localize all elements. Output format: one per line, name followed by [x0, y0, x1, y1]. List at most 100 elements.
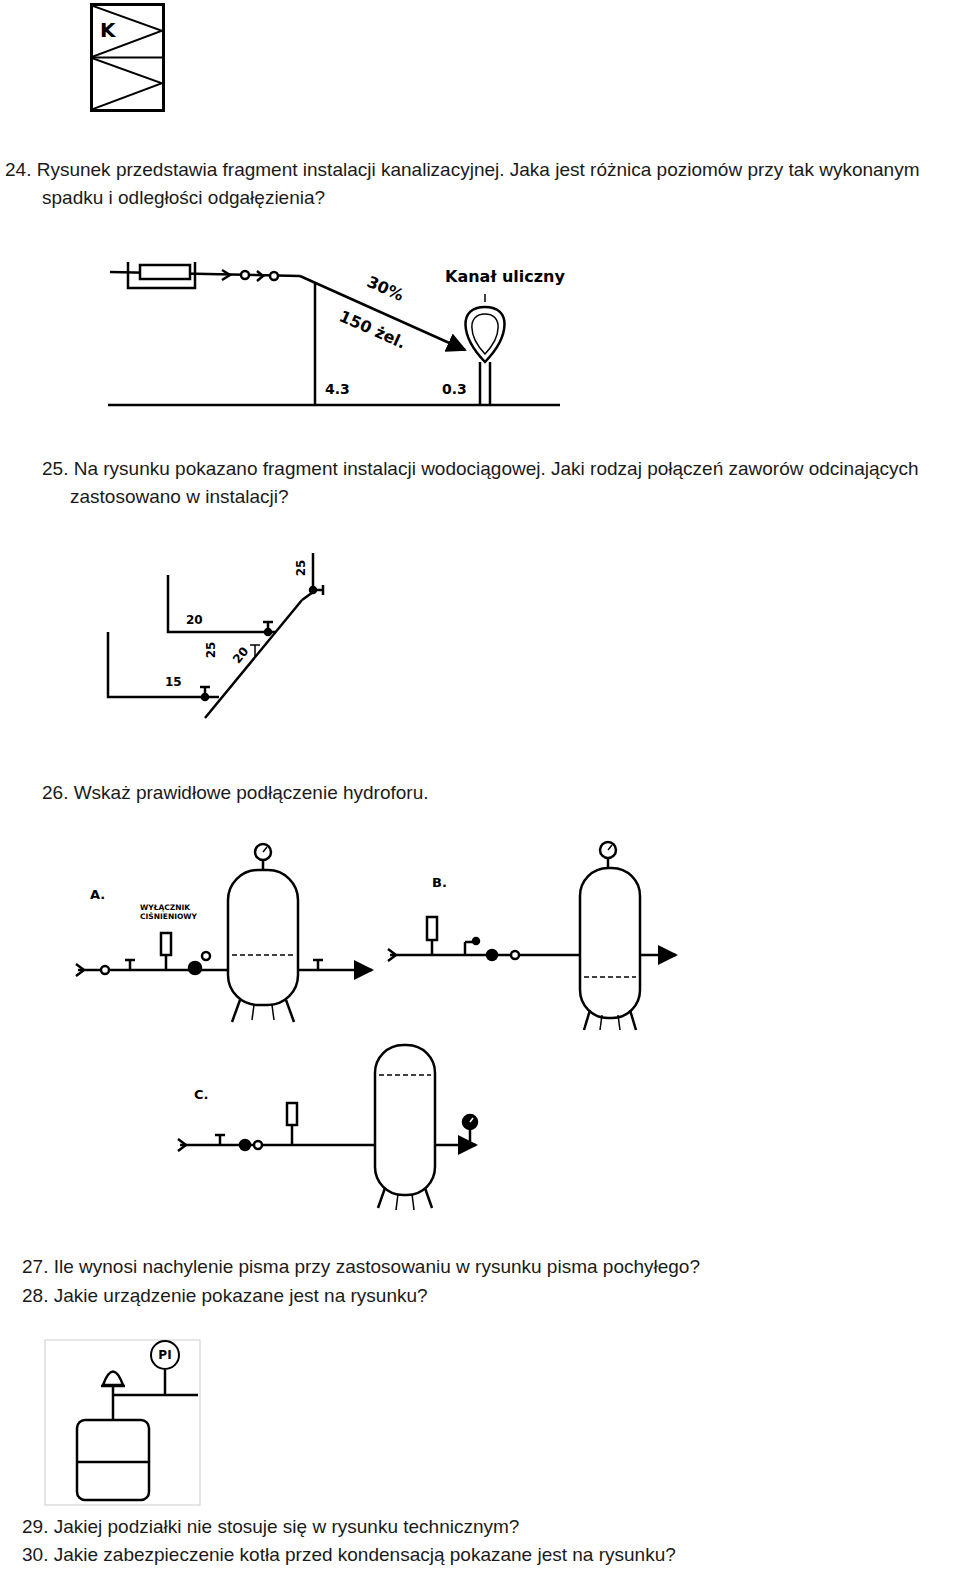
- hydrophore-a-part: [298, 969, 372, 972]
- hydrophore-c-part: [291, 1125, 294, 1145]
- hydrophore-c-part: [412, 1194, 414, 1210]
- hydrophore-a-part: [125, 959, 135, 962]
- sewer-drawing-part: [140, 265, 190, 279]
- hydrophore-b-part: [431, 940, 434, 955]
- sewer-drawing-part: [484, 294, 486, 302]
- hydrophore-c-part: [379, 1074, 431, 1076]
- diameter-label: 20: [229, 644, 253, 669]
- hydrophore-b-part: [473, 938, 479, 944]
- hydrophore-a-part: [272, 1005, 274, 1020]
- hydrophore-b-part: [427, 917, 437, 940]
- sewer-drawing-part: [489, 362, 492, 405]
- hydrophore-c-part: [470, 1118, 473, 1122]
- device-drawing-part: [45, 1340, 200, 1505]
- sewer-drawing-part: [472, 314, 498, 354]
- hydrophore-a-part: [286, 1000, 294, 1022]
- water-drawing-part: [108, 632, 219, 697]
- water-drawing-part: [254, 645, 256, 657]
- hydrophore-c-part: [219, 1135, 222, 1145]
- diameter-label: 25: [205, 640, 219, 661]
- hydrophore-b-part: [600, 1015, 602, 1030]
- hydrophore-c-part: [240, 1140, 250, 1150]
- hydrophore-b-part: [584, 976, 636, 978]
- hydrophore-a-part: [263, 847, 267, 852]
- hydrophore-a-part: [232, 1000, 240, 1022]
- hydrophore-b-part: [487, 950, 497, 960]
- device-drawing-part: [101, 1385, 125, 1388]
- water-drawing-part: [310, 587, 316, 593]
- diameter-label: 15: [163, 676, 184, 690]
- hydrophore-b-part: [630, 1010, 636, 1030]
- question-text: 24. Rysunek przedstawia fragment instala…: [5, 156, 955, 212]
- device-drawing-part: [103, 1372, 123, 1386]
- hydrophore-b-part: [607, 858, 610, 868]
- sewer-drawing-part: [270, 272, 278, 280]
- switch-label: WYŁĄCZNIK CIŚNIENIOWY: [140, 904, 212, 921]
- sewer-drawing-part: [241, 271, 249, 279]
- hydrophore-b-part: [390, 954, 580, 957]
- diameter-label: 20: [184, 614, 205, 628]
- question-text: 29. Jakiej podziałki nie stosuje się w r…: [22, 1513, 952, 1541]
- sewer-drawing-part: [257, 271, 263, 281]
- device-drawing-part: [113, 1394, 198, 1397]
- hydrophore-c-part: [254, 1141, 262, 1149]
- variant-letter: B.: [430, 876, 449, 891]
- question-text: 30. Jakie zabezpieczenie kotła przed kon…: [22, 1541, 952, 1569]
- level-label: 4.3: [323, 381, 352, 397]
- hydrophore-a-part: [262, 860, 265, 870]
- hydrophore-a-part: [165, 955, 168, 970]
- hydrophore-c-part: [469, 1129, 472, 1145]
- device-drawing-part: [112, 1385, 115, 1420]
- hydrophore-c-part: [375, 1045, 435, 1195]
- hydrophore-b-part: [608, 845, 612, 850]
- length-label: 150 żel.: [334, 307, 410, 354]
- hydrophore-a-part: [252, 1005, 254, 1020]
- hydrophore-b-part: [600, 842, 616, 858]
- hydrophore-b: [388, 842, 676, 1030]
- hydrophore-b-part: [580, 868, 640, 1018]
- variant-letter: C.: [192, 1088, 210, 1103]
- hydrophore-a-part: [161, 933, 171, 955]
- level-label: 0.3: [440, 381, 469, 397]
- node-text: PI: [158, 1348, 171, 1362]
- sewer-drawing-part: [222, 270, 230, 280]
- divider-line: [93, 57, 162, 59]
- hydrophore-b-part: [618, 1015, 620, 1030]
- hydrophore-a-part: [313, 959, 323, 962]
- hydrophore-a-part: [129, 960, 132, 970]
- instrument-circle: PI: [150, 1340, 180, 1370]
- hydrophore-c-part: [425, 1188, 432, 1208]
- hydrophore-b-part: [464, 942, 467, 955]
- hydrophore-c-part: [396, 1194, 398, 1210]
- device-drawing-part: [77, 1461, 149, 1464]
- question-text: 28. Jakie urządzenie pokazane jest na ry…: [22, 1282, 952, 1310]
- sewer-drawing-part: [108, 404, 560, 407]
- hydrophore-a: [76, 844, 372, 1022]
- diameter-label: 25: [295, 558, 309, 579]
- water-drawing-part: [263, 621, 273, 624]
- water-drawing-part: [265, 629, 271, 635]
- water-drawing-part: [250, 644, 260, 646]
- water-drawing-part: [322, 585, 325, 595]
- sewer-label: Kanał uliczny: [443, 268, 567, 286]
- node-text: K: [100, 18, 116, 42]
- hydrophore-c-part: [378, 1188, 385, 1208]
- hydrophore-b-part: [511, 951, 519, 959]
- slope-label: 30%: [362, 272, 408, 306]
- question-text: 27. Ile wynosi nachylenie pisma przy zas…: [22, 1253, 952, 1281]
- water-drawing-part: [200, 686, 210, 689]
- hydrophore-c-part: [180, 1144, 375, 1147]
- sewer-drawing-part: [479, 362, 482, 405]
- device-drawing-part: [164, 1370, 167, 1395]
- hydrophore-b-part: [640, 954, 676, 957]
- symbol-box: K: [90, 3, 165, 112]
- hydrophore-a-part: [202, 952, 210, 960]
- hydrophore-c-part: [215, 1134, 225, 1137]
- water-drawing-part: [202, 694, 208, 700]
- hydrophore-a-part: [232, 954, 294, 956]
- variant-letter: A.: [88, 888, 107, 903]
- zigzag-line: [93, 6, 162, 57]
- sewer-drawing-part: [465, 307, 504, 362]
- question-text: 26. Wskaż prawidłowe podłączenie hydrofo…: [42, 779, 952, 807]
- hydrophore-c-part: [287, 1103, 297, 1125]
